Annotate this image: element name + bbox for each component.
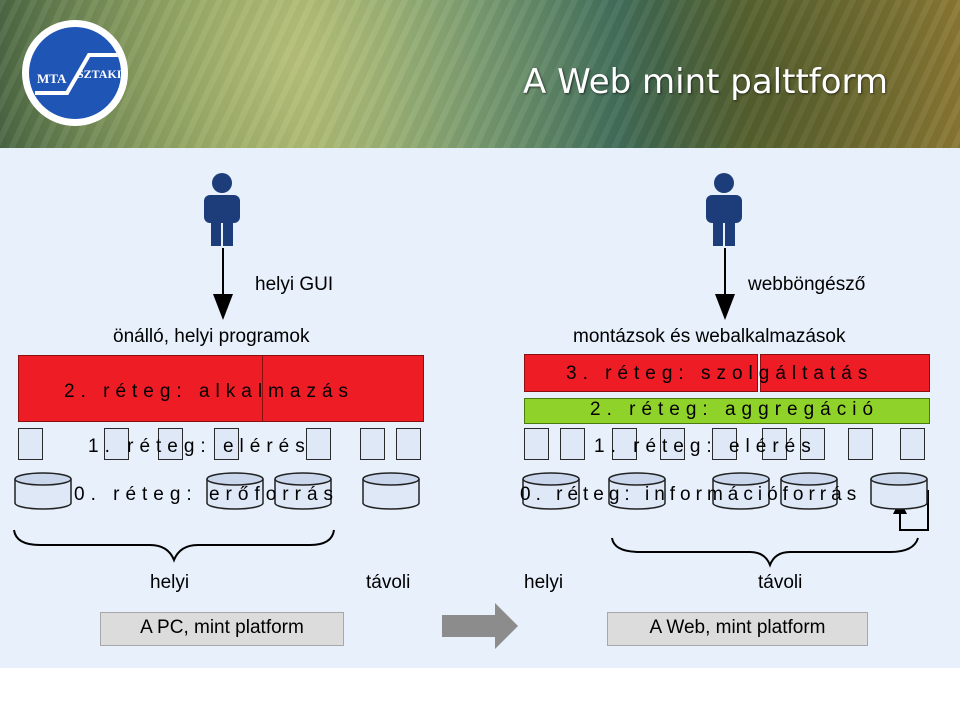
pc-platform-box: A PC, mint platform: [100, 612, 344, 646]
arrow-down-icon: [715, 248, 735, 320]
database-cylinder-icon: [14, 472, 72, 510]
logo-curve-icon: [35, 53, 121, 95]
left-layer1-label: 1. réteg: elérés: [88, 436, 311, 457]
access-square: [612, 428, 637, 460]
access-square: [158, 428, 183, 460]
access-square: [360, 428, 385, 460]
local-label-right: helyi: [524, 572, 564, 593]
database-cylinder-icon: [712, 472, 770, 510]
database-cylinder-icon: [274, 472, 332, 510]
sztaki-logo: MTA SZTAKI: [22, 20, 128, 126]
database-cylinder-icon: [608, 472, 666, 510]
database-cylinder-icon: [870, 472, 928, 510]
right-apps-label: montázsok és webalkalmazások: [573, 326, 846, 347]
access-square: [762, 428, 787, 460]
logo-sztaki-text: SZTAKI: [77, 67, 121, 81]
right-layer3-bar: [524, 354, 758, 392]
database-cylinder-icon: [206, 472, 264, 510]
footer-strip: [0, 668, 960, 716]
brace-icon: [611, 537, 919, 568]
logo-mta-text: MTA: [37, 71, 67, 86]
web-platform-box: A Web, mint platform: [607, 612, 868, 646]
right-layer2-bar: [524, 398, 930, 424]
database-cylinder-icon: [522, 472, 580, 510]
page-title: A Web mint palttform: [523, 62, 889, 102]
person-icon: [706, 173, 742, 246]
access-square: [800, 428, 825, 460]
right-layer3-bar: [760, 354, 930, 392]
access-square: [306, 428, 331, 460]
remote-label-left: távoli: [366, 572, 411, 593]
left-gui-label: helyi GUI: [255, 274, 334, 295]
remote-label-right: távoli: [758, 572, 803, 593]
access-square: [900, 428, 925, 460]
access-square: [396, 428, 421, 460]
access-square: [848, 428, 873, 460]
access-square: [712, 428, 737, 460]
local-label-left: helyi: [150, 572, 190, 593]
access-square: [18, 428, 43, 460]
right-gui-label: webböngésző: [748, 274, 866, 295]
person-icon: [204, 173, 240, 246]
left-layer2-label: 2. réteg: alkalmazás: [64, 381, 355, 402]
brace-icon: [13, 529, 335, 563]
access-square: [524, 428, 549, 460]
database-cylinder-icon: [362, 472, 420, 510]
access-square: [660, 428, 685, 460]
left-layer2-bar: [18, 355, 264, 422]
database-cylinder-icon: [780, 472, 838, 510]
arrow-right-icon: [442, 603, 518, 649]
left-programs-label: önálló, helyi programok: [113, 326, 310, 347]
right-layer0-label: 0. réteg: információforrás: [520, 484, 862, 505]
access-square: [214, 428, 239, 460]
left-layer0-label: 0. réteg: erőforrás: [74, 484, 340, 505]
arrow-down-icon: [213, 248, 233, 320]
access-square: [560, 428, 585, 460]
right-layer1-label: 1. réteg: elérés: [594, 436, 817, 457]
right-layer3-label: 3. réteg: szolgáltatás: [566, 363, 874, 384]
access-square: [104, 428, 129, 460]
header-banner: [0, 0, 960, 148]
right-layer2-label: 2. réteg: aggregáció: [590, 399, 880, 420]
left-layer2-bar: [262, 355, 424, 422]
